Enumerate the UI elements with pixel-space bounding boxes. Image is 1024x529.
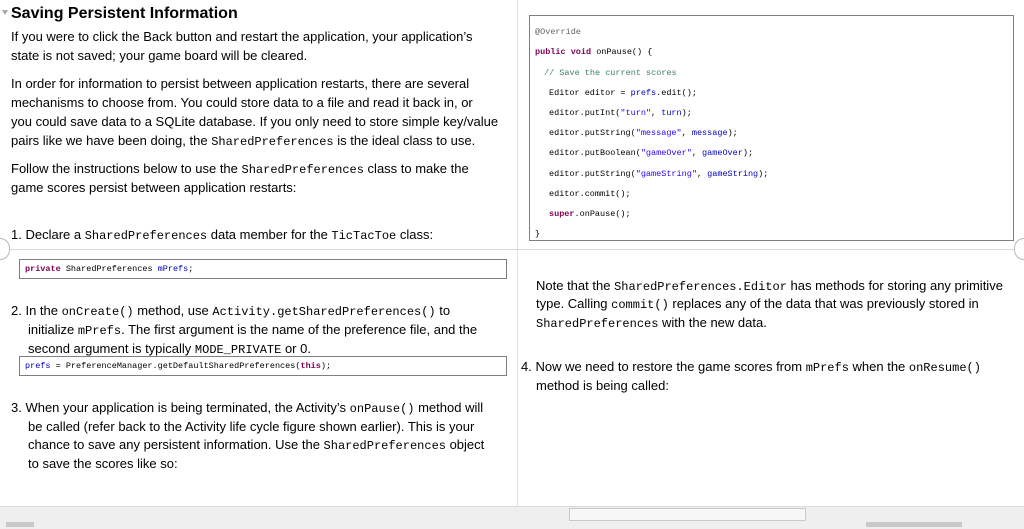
column-divider [517,0,518,506]
code-block-2: prefs = PreferenceManager.getDefaultShar… [19,356,507,376]
code-line: prefs = PreferenceManager.getDefaultShar… [25,361,332,371]
code-block-1: private SharedPreferences mPrefs; [19,259,507,279]
step-1: 1. Declare a SharedPreferences data memb… [11,227,434,243]
page-scroll-handle-right[interactable] [1014,238,1024,260]
paragraph-2-line-3: you could save data to a SQLite database… [11,114,499,129]
step-4-line-2: method is being called: [536,378,669,393]
paragraph-2-line-2: mechanisms to choose from. You could sto… [11,95,473,110]
step-4-line-1: 4. Now we need to restore the game score… [521,359,981,375]
step-3-line-2: be called (refer back to the Activity li… [28,419,475,434]
paragraph-3-line-2: game scores persist between application … [11,180,297,195]
paragraph-1-line-1: If you were to click the Back button and… [11,29,473,44]
step-2-line-3: second argument is typically MODE_PRIVAT… [28,341,311,357]
paragraph-3-line-1: Follow the instructions below to use the… [11,161,469,177]
note-line-3: SharedPreferences with the new data. [536,315,767,331]
code-line: editor.putString("gameString", gameStrin… [549,169,769,179]
note-line-1: Note that the SharedPreferences.Editor h… [536,278,1003,294]
paragraph-1-line-2: state is not saved; your game board will… [11,48,308,63]
code-line: private SharedPreferences mPrefs; [25,264,194,274]
step-2-line-1: 2. In the onCreate() method, use Activit… [11,303,451,319]
code-line: // Save the current scores [544,68,677,78]
paragraph-2-line-1: In order for information to persist betw… [11,76,470,91]
code-line: editor.commit(); [549,189,631,199]
status-indicator [6,522,34,527]
step-3-line-3: chance to save any persistent informatio… [28,437,485,453]
code-line: editor.putInt("turn", turn); [549,108,692,118]
code-line: @Override [535,27,581,37]
view-controls[interactable] [866,522,962,527]
status-field[interactable] [569,508,806,521]
note-line-2: type. Calling commit() replaces any of t… [536,296,979,312]
step-3-line-1: 3. When your application is being termin… [11,400,484,416]
code-line: editor.putString("message", message); [549,128,738,138]
code-line: } [535,229,541,239]
code-line: super.onPause(); [549,209,631,219]
status-bar [0,506,1024,529]
code-line: editor.putBoolean("gameOver", gameOver); [549,148,754,158]
page-scroll-handle-left[interactable] [0,238,10,260]
code-line: public void onPause() { [535,47,653,57]
paragraph-2-line-4: pairs like we have been doing, the Share… [11,133,476,149]
page-guide-line [0,249,1024,250]
section-heading: Saving Persistent Information [11,5,238,22]
step-2-line-2: initialize mPrefs. The first argument is… [28,322,478,338]
code-block-3: @Override public void onPause() { // Sav… [529,15,1014,241]
code-line: Editor editor = prefs.edit(); [549,88,697,98]
collapse-caret-icon[interactable] [2,10,8,15]
document-page: Saving Persistent Information If you wer… [0,0,1024,506]
step-3-line-4: to save the scores like so: [28,456,178,471]
